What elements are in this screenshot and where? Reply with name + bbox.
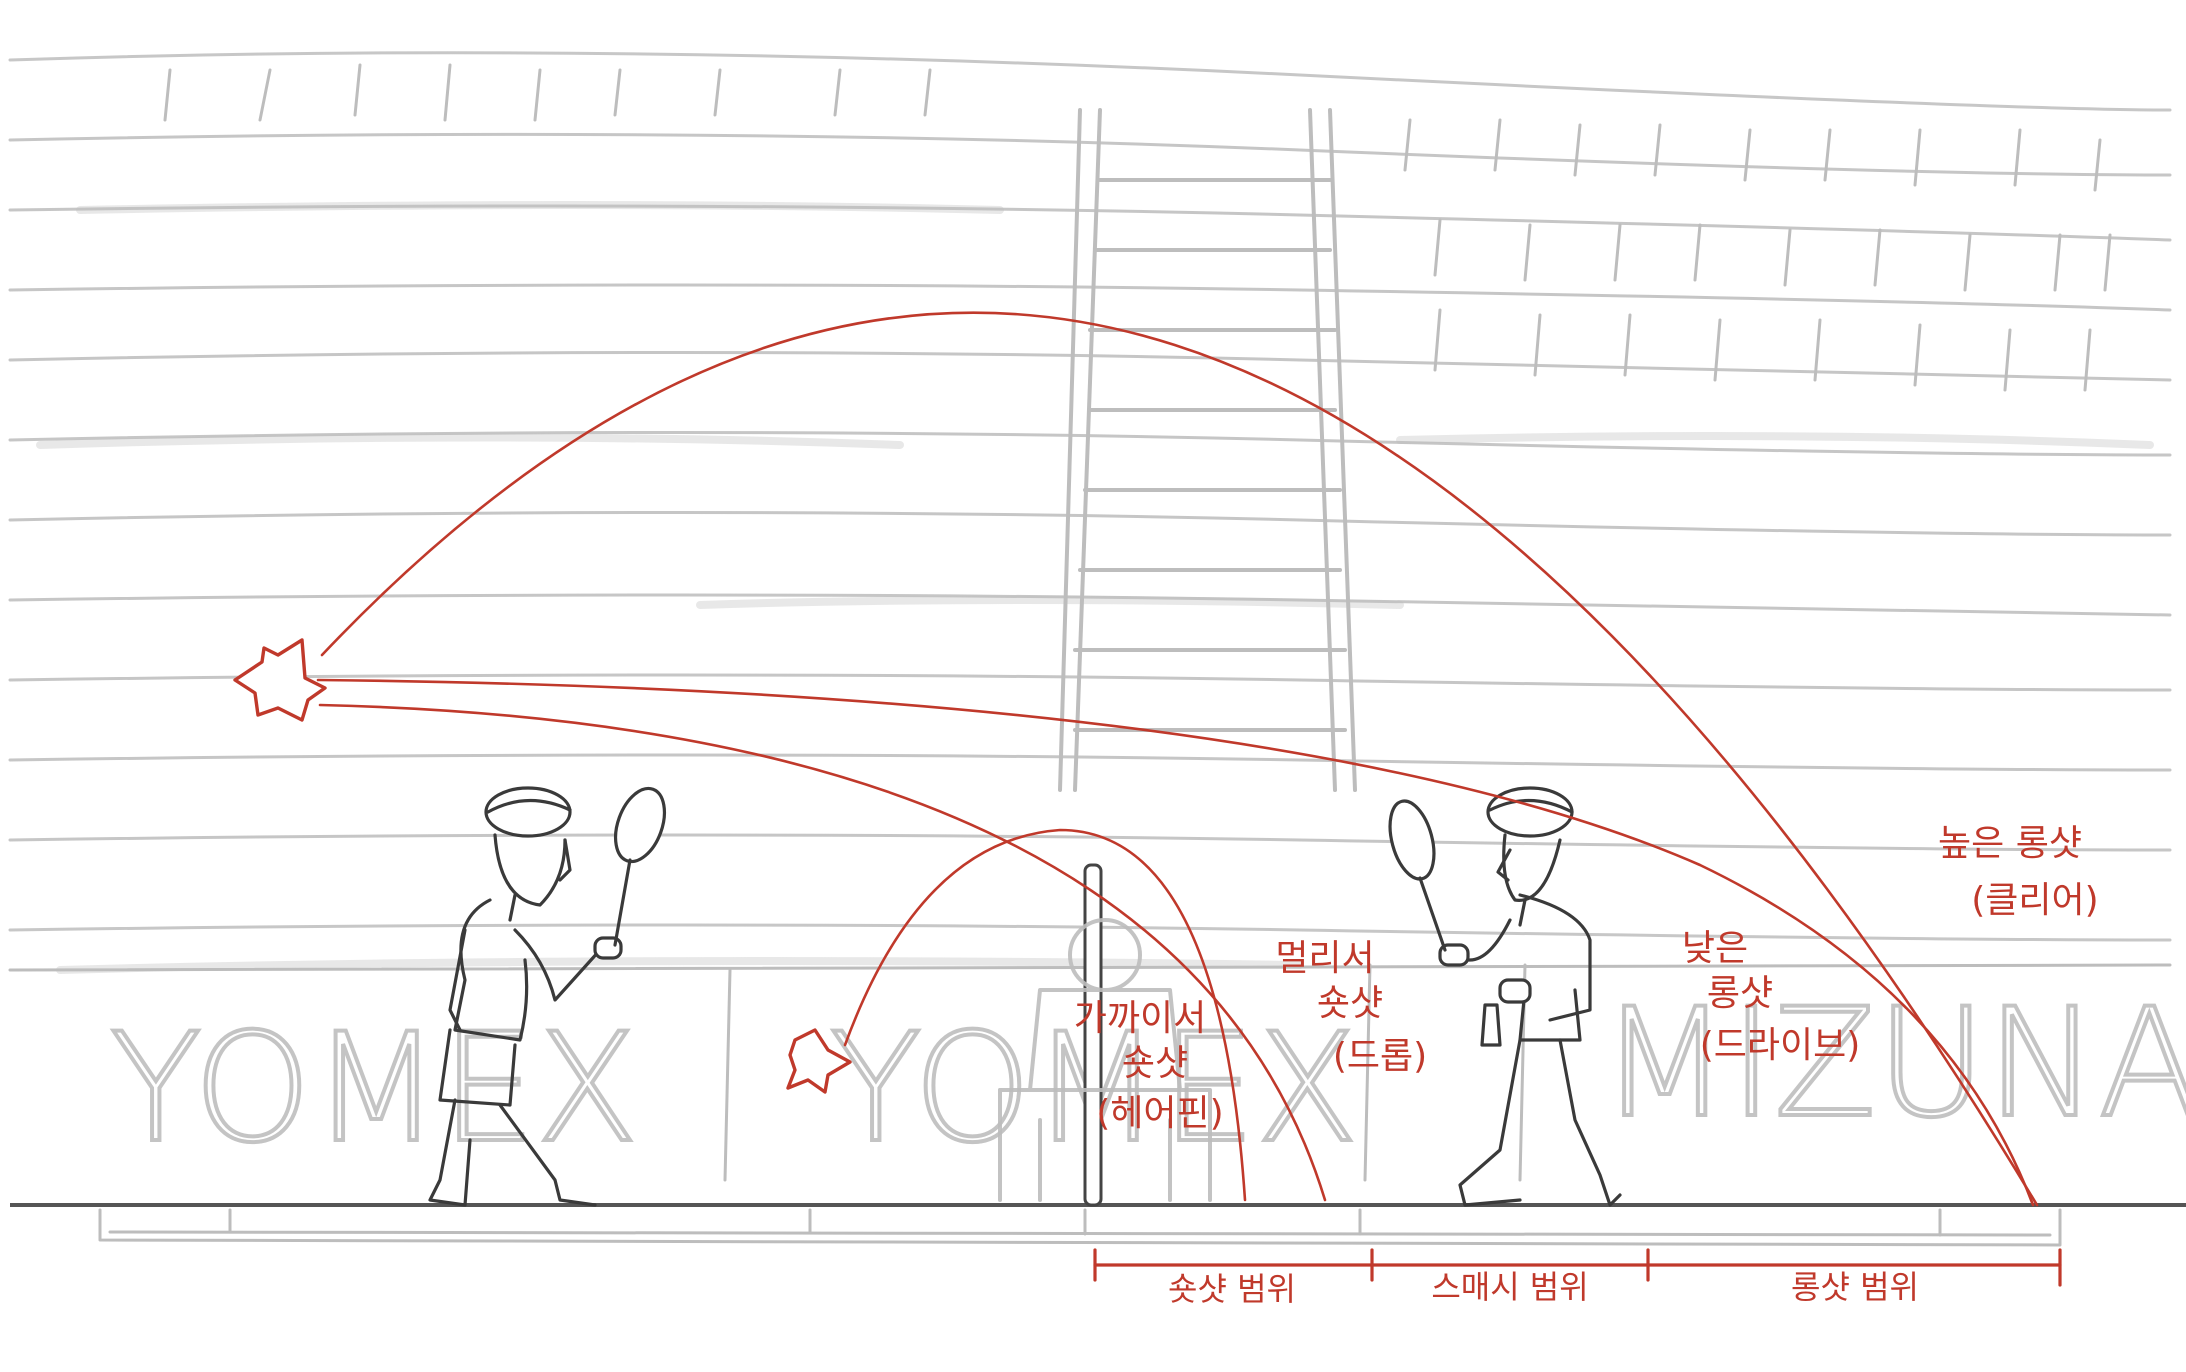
svg-text:(헤어핀): (헤어핀) [1096, 1093, 1223, 1134]
player-left [428, 786, 667, 1207]
shot-trajectories [316, 311, 2039, 1207]
range-label-short: 숏샷 범위 [1168, 1270, 1296, 1308]
svg-text:높은 롱샷: 높은 롱샷 [1938, 823, 2082, 864]
player-right [1388, 786, 1622, 1207]
shuttle-hit-burst-icon [233, 638, 327, 722]
svg-text:롱샷: 롱샷 [1707, 973, 1773, 1014]
net-post [1083, 863, 1103, 1207]
banner-right: MIZUNA [1600, 977, 2186, 1151]
trajectory-far-short [318, 703, 1327, 1202]
court-floor [10, 1203, 2186, 1247]
svg-text:숏샷: 숏샷 [1122, 1043, 1188, 1084]
label-near-short: 가까이서 숏샷 (헤어핀) [1074, 998, 1224, 1134]
svg-text:낮은: 낮은 [1682, 928, 1748, 969]
range-label-long: 롱샷 범위 [1791, 1268, 1919, 1306]
svg-text:숏샷: 숏샷 [1317, 983, 1383, 1024]
svg-text:멀리서: 멀리서 [1275, 938, 1374, 979]
range-bracket: 숏샷 범위 스매시 범위 롱샷 범위 [1093, 1248, 2062, 1308]
svg-text:가까이서: 가까이서 [1074, 998, 1206, 1039]
label-far-short: 멀리서 숏샷 (드롭) [1275, 938, 1427, 1077]
stadium-stands-sketch [8, 51, 2172, 1182]
svg-text:(클리어): (클리어) [1971, 880, 2098, 921]
shuttle-hit-burst-icon-near [786, 1028, 852, 1094]
trajectory-high-long [320, 311, 2039, 1207]
label-low-long: 낮은 롱샷 (드라이브) [1682, 928, 1860, 1066]
trajectory-near-short [843, 828, 1247, 1202]
range-label-smash: 스매시 범위 [1431, 1268, 1588, 1306]
svg-text:(드라이브): (드라이브) [1700, 1025, 1861, 1066]
trajectory-low-long [316, 678, 2035, 1207]
banner-left: YOMEX [110, 1002, 638, 1176]
umpire-sketch [998, 918, 1212, 1202]
label-high-long: 높은 롱샷 (클리어) [1938, 823, 2099, 921]
svg-text:(드롭): (드롭) [1333, 1036, 1427, 1077]
